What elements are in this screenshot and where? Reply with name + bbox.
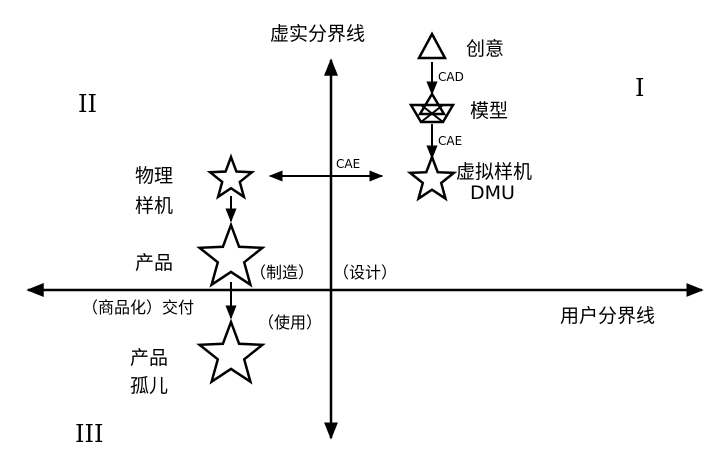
product-orphan-star-icon [196,318,266,385]
horizontal-axis-label: 用户分界线 [560,305,655,327]
quadrant-2-label: II [78,90,97,118]
dmu-label: DMU [470,182,515,204]
physical-prototype-label-line2: 样机 [135,195,173,217]
product-label: 产品 [135,252,173,274]
idea-triangle-icon [416,31,448,60]
model-star-stroke [420,104,444,123]
design-annotation: （设计） [333,263,397,282]
delivery-annotation: （商品化）交付 [82,298,194,317]
quadrant-3-label: III [75,420,103,448]
virtual-prototype-star-icon [406,153,458,202]
cad-label: CAD [438,70,464,84]
cae-vertical-label: CAE [438,134,462,148]
virtual-prototype-label: 虚拟样机 [456,161,532,183]
quadrant-1-label: I [635,74,644,102]
idea-label: 创意 [466,38,504,60]
vertical-axis-label: 虚实分界线 [270,23,365,45]
model-label: 模型 [470,100,508,122]
product-star-icon [196,221,266,288]
orphan-label-line1: 产品 [130,347,168,369]
physical-prototype-star-icon [206,153,256,200]
use-annotation: （使用） [258,313,322,332]
manufacture-annotation: （制造） [250,263,314,282]
orphan-label-line2: 孤儿 [130,375,168,397]
physical-prototype-label-line1: 物理 [135,165,173,187]
cae-horizontal-label: CAE [336,157,360,171]
